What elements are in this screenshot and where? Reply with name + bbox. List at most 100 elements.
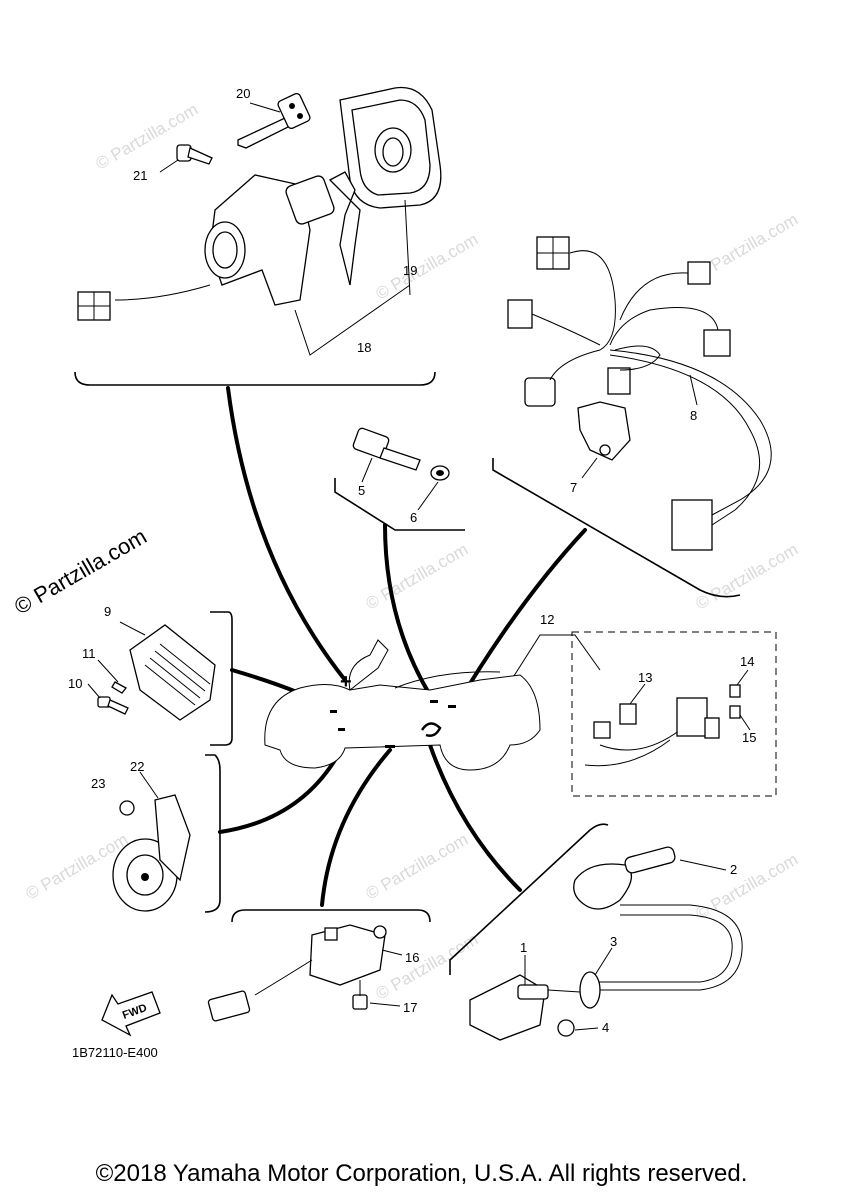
watermark-main: © Partzilla.com: [10, 524, 151, 620]
nut: [119, 800, 135, 816]
callout-5: 5: [358, 483, 365, 498]
rectifier-fins: [144, 643, 211, 706]
harness-wire: [609, 307, 719, 346]
fuse: [729, 705, 741, 719]
callout-21: 21: [133, 168, 147, 183]
leader-2: [679, 859, 727, 871]
relay-wire: [599, 729, 681, 751]
bracket-horn: [204, 754, 221, 913]
key-head: [277, 92, 311, 130]
relay-connector: [593, 721, 611, 739]
key-hole: [297, 113, 303, 119]
callout-19: 19: [403, 263, 417, 278]
neutral-switch-part: [207, 924, 403, 1022]
leader-20: [249, 102, 281, 113]
leader-17: [369, 1002, 401, 1007]
leader-22: [139, 771, 159, 799]
screw-part: [159, 144, 213, 173]
wire-harness-part: [507, 236, 772, 551]
switch-cylinder: [285, 175, 335, 225]
callout-9: 9: [104, 604, 111, 619]
callout-labels: 1 2 3 4 5 6 7 8 9 10 11 12 13 14 15 16 1…: [68, 86, 756, 1060]
leader-3: [594, 947, 613, 976]
bracket-harness: [492, 458, 741, 598]
switch-cover-part: [339, 86, 442, 296]
leader-7: [581, 457, 598, 479]
harness-connector: [703, 329, 731, 357]
callout-2: 2: [730, 862, 737, 877]
callout-15: 15: [742, 730, 756, 745]
callout-14: 14: [740, 654, 754, 669]
bracket-ignition: [449, 823, 609, 975]
switch-wire: [254, 959, 313, 996]
temp-sensor-part: [352, 427, 450, 511]
marker-dash: [448, 705, 456, 708]
bracket-body: [577, 401, 631, 461]
callout-8: 8: [690, 408, 697, 423]
cover-keyhole-inner: [382, 137, 404, 167]
callout-13: 13: [638, 670, 652, 685]
washer-hole: [436, 470, 444, 476]
watermark: © Partzilla.com: [363, 830, 472, 904]
atv-handlebar: [348, 639, 389, 691]
leader-15: [739, 714, 751, 731]
harness-connector: [524, 377, 556, 407]
plug-lead: [585, 914, 733, 983]
relay-block: [676, 697, 708, 737]
switch-wire: [114, 284, 211, 301]
key-blade: [237, 117, 294, 149]
leader-8: [689, 374, 698, 406]
watermark: © Partzilla.com: [93, 100, 202, 174]
leader-11: [97, 659, 119, 683]
switch-key: [328, 171, 361, 286]
harness-wire: [549, 349, 601, 381]
marker-hook: [420, 722, 442, 737]
key-part: [237, 92, 311, 149]
rectifier-collar: [111, 681, 127, 694]
leader-13: [629, 683, 646, 705]
watermark: © Partzilla.com: [693, 540, 802, 614]
clamp: [579, 971, 601, 1009]
watermark: © Partzilla.com: [363, 540, 472, 614]
bracket-switch-16: [231, 909, 431, 923]
marker-dash: [330, 710, 337, 713]
callout-6: 6: [410, 510, 417, 525]
atv-silhouette: +: [264, 639, 541, 771]
lead-harness: [458, 528, 587, 702]
switch-pivot: [373, 925, 387, 939]
relay-connector: [619, 703, 637, 725]
harness-wire: [609, 349, 772, 516]
switch-barrel-inner: [212, 231, 238, 269]
main-switch-part: [77, 171, 411, 356]
atv-seat: [394, 671, 501, 689]
screw-thread: [187, 147, 213, 165]
bracket-hole: [599, 444, 611, 456]
harness-wire: [614, 345, 661, 371]
leader-16: [381, 949, 403, 956]
harness-wire: [619, 272, 689, 321]
callout-22: 22: [130, 759, 144, 774]
ignition-coil-part: [469, 846, 743, 1041]
marker-dash: [385, 745, 395, 748]
callout-11: 11: [82, 646, 96, 661]
leader-14: [736, 669, 749, 686]
screw-head: [352, 994, 368, 1010]
callout-17: 17: [403, 1000, 417, 1015]
bracket-sensor: [334, 478, 465, 531]
horn-center: [141, 873, 149, 881]
relay-group-part: [584, 669, 751, 767]
leader-21: [159, 159, 179, 173]
coil-terminal: [517, 984, 549, 1000]
harness-connector: [607, 367, 631, 395]
atv-body: [264, 674, 541, 771]
horn-part: [112, 771, 191, 912]
nut: [557, 1019, 575, 1037]
harness-wire: [609, 354, 761, 526]
marker-dash: [338, 728, 345, 731]
rectifier-body: [129, 624, 216, 721]
callout-4: 4: [602, 1020, 609, 1035]
leader-4: [574, 1027, 599, 1031]
fwd-arrow-shape: [101, 991, 161, 1037]
callout-1: 1: [520, 940, 527, 955]
callout-18: 18: [357, 340, 371, 355]
